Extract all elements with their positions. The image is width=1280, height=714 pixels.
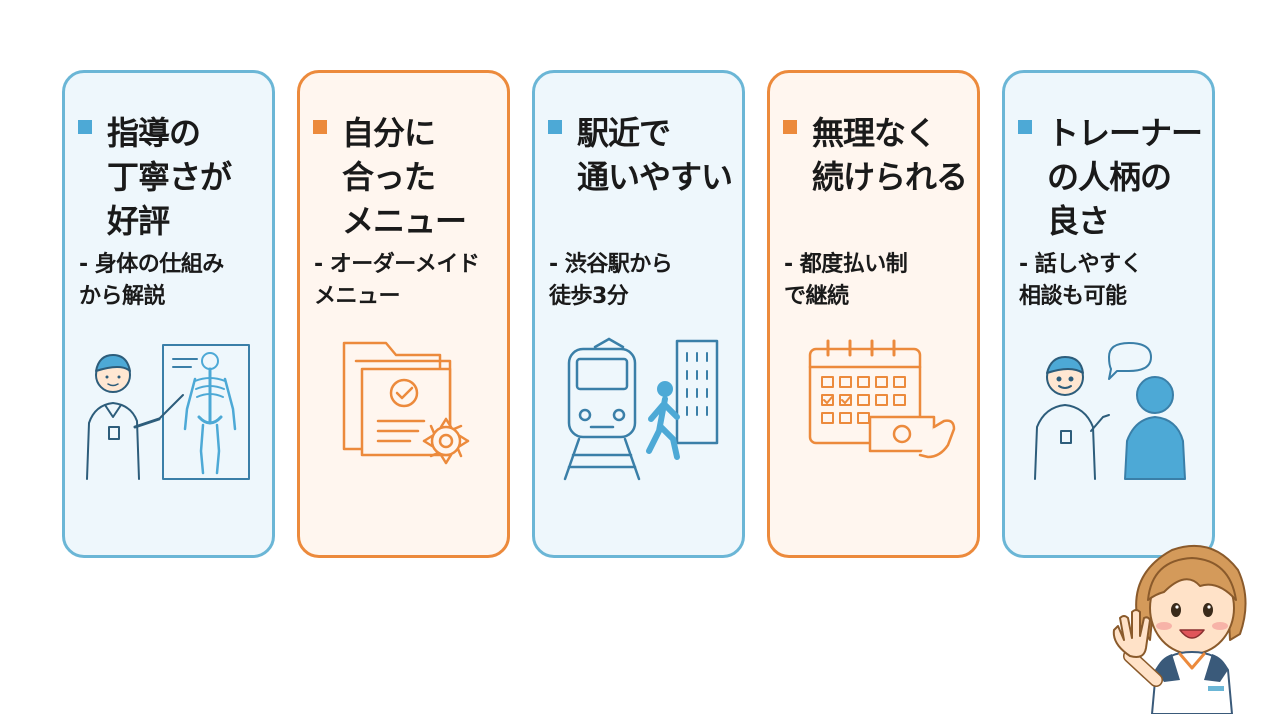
card-title: 無理なく 続けられる — [812, 114, 968, 196]
card-title: トレーナー の人柄の 良さ — [1047, 114, 1203, 240]
bullet-square — [548, 120, 562, 134]
card-description: - 話しやすく 相談も可能 — [1019, 252, 1143, 309]
folder-checklist-gear-icon — [342, 341, 470, 465]
card-sustainable: 無理なく 続けられる - 都度払い制 で継続 — [767, 70, 980, 558]
card-description: - 渋谷駅から 徒歩3分 — [549, 252, 673, 309]
conversation-people-icon — [1034, 342, 1186, 480]
trainer-anatomy-chart-icon — [86, 344, 250, 480]
card-custom-menu: 自分に 合った メニュー - オーダーメイド メニュー — [297, 70, 510, 558]
card-description: - 身体の仕組み から解説 — [79, 252, 224, 309]
card-title: 駅近で 通いやすい — [577, 114, 733, 196]
bullet-square — [783, 120, 797, 134]
card-instruction-quality: 指導の 丁寧さが 好評 - 身体の仕組み から解説 — [62, 70, 275, 558]
card-station-access: 駅近で 通いやすい - 渋谷駅から 徒歩3分 — [532, 70, 745, 558]
bullet-square — [1018, 120, 1032, 134]
card-description: - 都度払い制 で継続 — [784, 252, 908, 309]
card-trainer-personality: トレーナー の人柄の 良さ - 話しやすく 相談も可能 — [1002, 70, 1215, 558]
female-trainer-mascot-icon — [1112, 545, 1247, 714]
card-title: 指導の 丁寧さが 好評 — [107, 114, 232, 240]
bullet-square — [313, 120, 327, 134]
card-title: 自分に 合った メニュー — [342, 114, 467, 240]
train-walker-building-icon — [563, 337, 719, 481]
bullet-square — [78, 120, 92, 134]
calendar-cash-icon — [808, 339, 956, 459]
card-description: - オーダーメイド メニュー — [314, 252, 480, 309]
